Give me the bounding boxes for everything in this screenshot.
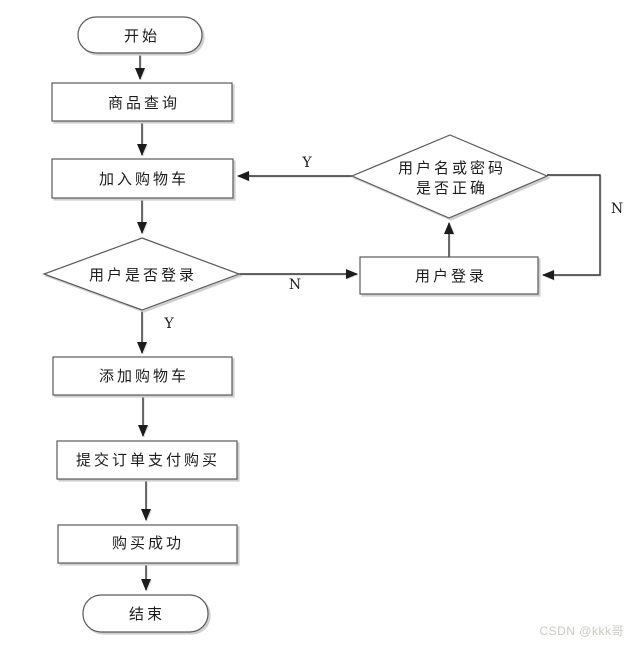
- node-credential-check-label-line2: 是否正确: [416, 179, 488, 197]
- node-end: [82, 594, 209, 633]
- watermark: CSDN @kkk哥: [539, 624, 624, 638]
- edge-label-login-yes: Y: [163, 316, 174, 332]
- edge-label-login-no: N: [289, 277, 301, 293]
- edges: [135, 53, 601, 591]
- node-product-query-label: 商品查询: [108, 94, 180, 112]
- nodes: [42, 16, 549, 633]
- node-start-label: 开始: [124, 27, 160, 45]
- node-add-cart-label: 添加购物车: [99, 367, 189, 385]
- node-purchase-success-label: 购买成功: [112, 534, 184, 552]
- edge-label-credential-yes: Y: [301, 155, 312, 171]
- node-add-to-cart-label: 加入购物车: [99, 170, 189, 188]
- node-submit-order: [56, 440, 238, 480]
- node-credential-check: [350, 134, 549, 219]
- node-add-cart: [52, 356, 233, 396]
- node-purchase-success: [57, 524, 238, 564]
- edge-label-credential-no: N: [611, 201, 623, 217]
- node-login-check: [42, 237, 241, 311]
- edge-credential-check-no-to-user-login: [542, 174, 601, 280]
- node-submit-order-label: 提交订单支付购买: [76, 451, 220, 469]
- node-end-label: 结束: [129, 605, 165, 623]
- node-add-to-cart: [51, 158, 234, 199]
- node-login-check-label: 用户是否登录: [89, 266, 197, 284]
- node-credential-check-label-line1: 用户名或密码: [398, 159, 506, 177]
- node-start: [77, 16, 203, 54]
- node-user-login-label: 用户登录: [415, 267, 487, 285]
- node-product-query: [51, 82, 233, 122]
- node-labels: 开始 商品查询 加入购物车 用户是否登录 用户名或密码 是否正确 用户登录 添加…: [76, 27, 506, 623]
- edge-labels: Y N N Y: [163, 155, 623, 332]
- node-user-login: [359, 256, 539, 295]
